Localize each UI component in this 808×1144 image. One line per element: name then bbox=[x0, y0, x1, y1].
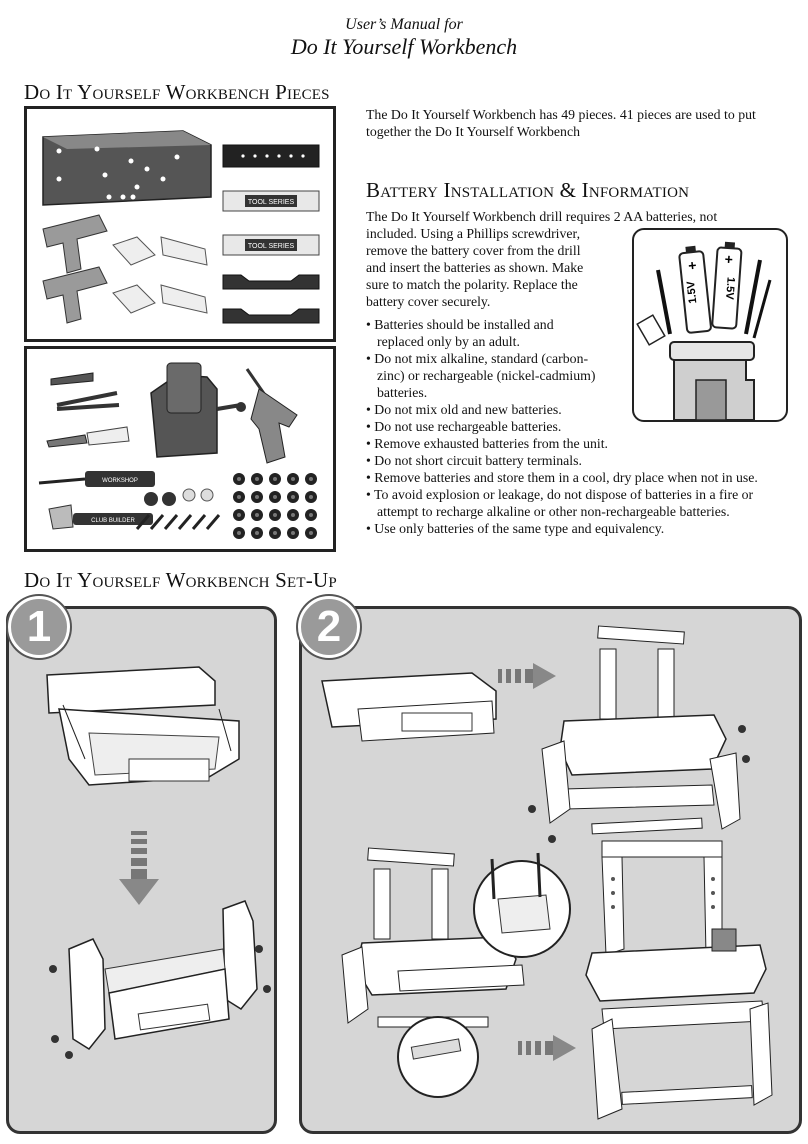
pieces-intro-text: The Do It Yourself Workbench has 49 piec… bbox=[366, 107, 756, 139]
tool-label: CLUB BUILDER bbox=[91, 518, 135, 524]
battery-intro-line: included. Using a Phillips screwdriver, bbox=[366, 226, 581, 241]
battery-intro-line: battery cover securely. bbox=[366, 294, 491, 309]
battery-intro-text: The Do It Yourself Workbench drill requi… bbox=[366, 208, 770, 310]
battery-polarity: + bbox=[687, 257, 697, 274]
setup-step-2-panel bbox=[299, 606, 802, 1134]
battery-warning-item: To avoid explosion or leakage, do not di… bbox=[366, 486, 786, 520]
step-1-badge: 1 bbox=[8, 596, 70, 658]
battery-intro-line: remove the battery cover from the drill bbox=[366, 243, 581, 258]
pieces-panel-top: TOOL SERIES TOOL SERIES bbox=[24, 106, 336, 342]
battery-warning-item: Remove exhausted batteries from the unit… bbox=[366, 435, 786, 452]
battery-warnings-list: Batteries should be installed and replac… bbox=[366, 316, 786, 537]
battery-voltage-label: 1.5V bbox=[723, 277, 737, 301]
tool-series-label: TOOL SERIES bbox=[248, 243, 295, 250]
setup-step-1-panel bbox=[6, 606, 277, 1134]
manual-subtitle: User’s Manual for bbox=[345, 16, 463, 33]
tool-series-label: TOOL SERIES bbox=[248, 199, 295, 206]
pieces-heading: Do It Yourself Workbench Pieces bbox=[24, 80, 330, 104]
battery-polarity: + bbox=[724, 251, 733, 268]
battery-voltage-label: 1.5V bbox=[685, 280, 699, 304]
battery-warning-item: Do not short circuit battery terminals. bbox=[366, 452, 786, 469]
battery-warning-item: Batteries should be installed and replac… bbox=[366, 316, 597, 350]
battery-illustration: + 1.5V + 1.5V bbox=[632, 228, 788, 422]
black-bar-piece bbox=[222, 144, 320, 168]
battery-warning-item: Do not mix alkaline, standard (carbon-zi… bbox=[366, 350, 597, 401]
battery-warning-item: Use only batteries of the same type and … bbox=[366, 520, 786, 537]
battery-warning-item: Do not use rechargeable batteries. bbox=[366, 418, 786, 435]
manual-title: Do It Yourself Workbench bbox=[290, 34, 518, 59]
battery-intro-line: The Do It Yourself Workbench drill requi… bbox=[366, 209, 718, 224]
battery-warning-item: Remove batteries and store them in a coo… bbox=[366, 469, 786, 486]
pieces-panel-tools: WORKSHOP CLUB BUILDER bbox=[24, 346, 336, 552]
step-2-badge: 2 bbox=[298, 596, 360, 658]
tool-label: WORKSHOP bbox=[102, 478, 138, 484]
battery-intro-line: sure to match the polarity. Replace the bbox=[366, 277, 578, 292]
setup-heading: Do It Yourself Workbench Set-Up bbox=[24, 568, 337, 592]
battery-intro-line: and insert the batteries as shown. Make bbox=[366, 260, 584, 275]
battery-heading: Battery Installation & Information bbox=[366, 178, 690, 202]
battery-warning-item: Do not mix old and new batteries. bbox=[366, 401, 786, 418]
